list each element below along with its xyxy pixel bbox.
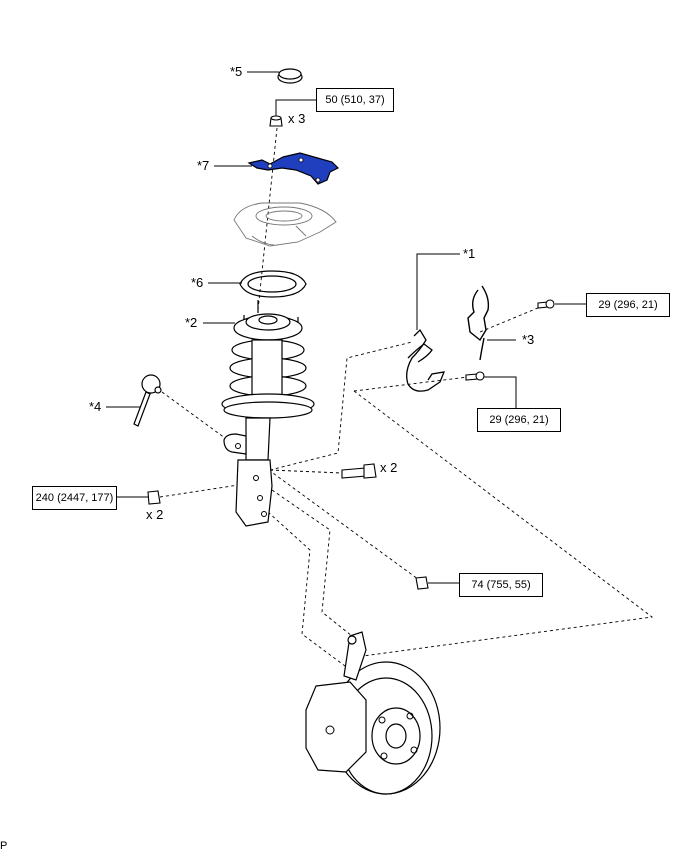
strut-assembly <box>221 300 315 527</box>
dash-right-bolt <box>269 469 343 474</box>
qty-nuts: x 2 <box>146 507 164 522</box>
body-mount-outline <box>233 202 337 247</box>
callout-c2: *2 <box>185 315 198 330</box>
dash-to-hub <box>353 390 654 657</box>
qty-top-nuts: x 3 <box>288 111 306 126</box>
top-nut <box>269 115 283 127</box>
dash-lower-bolt <box>353 376 469 392</box>
torque-sensor-upper: 29 (296, 21) <box>586 293 670 317</box>
sensor-bracket <box>406 328 446 392</box>
torque-stabilizer-nut: 74 (755, 55) <box>459 573 543 597</box>
dash-strut-knuckle-a <box>267 511 346 667</box>
dash-bracket-to-strut <box>269 341 413 471</box>
dash-strut-knuckle-b <box>271 489 353 637</box>
callout-c6: *6 <box>191 275 204 290</box>
leader-t-right2 <box>484 376 517 408</box>
torque-top-nuts: 50 (510, 37) <box>316 88 394 112</box>
cap-part <box>277 68 303 84</box>
leader-t-top <box>275 99 316 116</box>
bolts <box>147 299 555 590</box>
callout-c1: *1 <box>463 246 476 261</box>
dash-upper-bolt <box>479 304 546 333</box>
stabilizer-link <box>133 374 162 427</box>
torque-sensor-lower: 29 (296, 21) <box>477 408 561 432</box>
callout-c4: *4 <box>89 399 102 414</box>
axis-dash-top <box>257 127 278 311</box>
torque-knuckle-bolt: 240 (2447, 177) <box>32 486 117 510</box>
brake-hub-assembly <box>305 631 441 795</box>
dash-stabilizer <box>161 391 423 583</box>
speed-sensor-wire <box>467 285 490 361</box>
callout-c3: *3 <box>522 332 535 347</box>
dash-left-bolt <box>159 481 259 498</box>
callout-c5: *5 <box>230 64 243 79</box>
gasket <box>239 270 307 298</box>
footer-mark: P <box>0 840 8 852</box>
qty-bolts: x 2 <box>380 460 398 475</box>
callout-c7: *7 <box>197 158 210 173</box>
leader-c1 <box>416 253 460 330</box>
highlighted-bracket <box>247 152 340 185</box>
